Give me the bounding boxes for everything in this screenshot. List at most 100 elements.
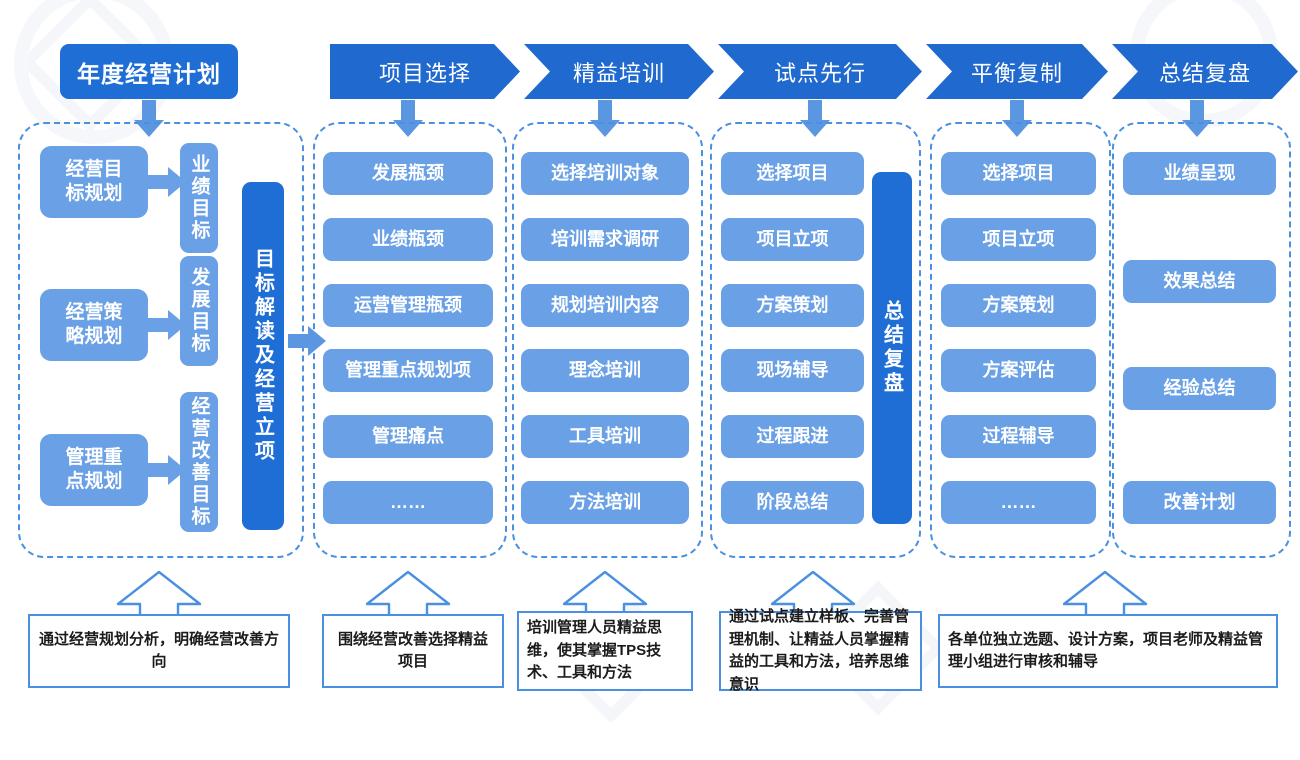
card-col6-3-label: 经验总结 <box>1163 378 1236 399</box>
card-col4-6-label: 阶段总结 <box>756 492 829 513</box>
arrow-icon-col1-to-col2 <box>288 326 326 356</box>
phase-header-4-label: 平衡复制 <box>970 60 1063 86</box>
card-col4-2[interactable]: 项目立项 <box>721 218 864 261</box>
target-box-1[interactable]: 业绩目标 <box>180 143 218 253</box>
target-box-2[interactable]: 发展目标 <box>180 256 218 366</box>
card-col4-1[interactable]: 选择项目 <box>721 152 864 195</box>
target-box-3[interactable]: 经营改善目标 <box>180 392 218 532</box>
card-col4-5[interactable]: 过程跟进 <box>721 415 864 458</box>
card-col4-4[interactable]: 现场辅导 <box>721 349 864 392</box>
phase-header-3[interactable]: 试点先行 <box>718 44 922 99</box>
card-col3-6-label: 方法培训 <box>569 492 641 513</box>
plan-box-3[interactable]: 管理重 点规划 <box>40 434 148 506</box>
card-col3-2[interactable]: 培训需求调研 <box>521 218 689 261</box>
card-col6-1[interactable]: 业绩呈现 <box>1123 152 1276 195</box>
card-col5-3[interactable]: 方案策划 <box>941 284 1096 327</box>
column-container-6 <box>1112 122 1291 558</box>
card-col6-3[interactable]: 经验总结 <box>1123 367 1276 410</box>
plan-box-3-label: 管理重 点规划 <box>65 447 123 492</box>
note-box-4-text: 通过试点建立样板、完善管理机制、让精益人员掌握精益的工具和方法，培养思维意识 <box>729 608 910 693</box>
card-col2-1-label: 发展瓶颈 <box>372 163 444 184</box>
summary-bar-col4[interactable]: 总结复盘 <box>872 172 912 524</box>
phase-header-5[interactable]: 总结复盘 <box>1112 44 1298 99</box>
note-box-3-text: 培训管理人员精益思维，使其掌握TPS技术、工具和方法 <box>527 619 663 682</box>
summary-bar-col4-label: 总结复盘 <box>880 300 903 396</box>
up-arrow-icon-note-5 <box>1062 570 1148 618</box>
card-col2-6-label: …… <box>390 492 426 513</box>
phase-header-2[interactable]: 精益培训 <box>524 44 714 99</box>
card-col5-2-label: 项目立项 <box>982 229 1055 250</box>
phase-header-1-label: 项目选择 <box>378 60 471 86</box>
card-col3-5[interactable]: 工具培训 <box>521 415 689 458</box>
card-col2-3-label: 运营管理瓶颈 <box>354 295 462 316</box>
up-arrow-icon-note-2 <box>365 570 451 618</box>
card-col6-4-label: 改善计划 <box>1163 492 1236 513</box>
note-box-2[interactable]: 围绕经营改善选择精益项目 <box>322 614 504 688</box>
card-col3-2-label: 培训需求调研 <box>551 229 659 250</box>
card-col2-2-label: 业绩瓶颈 <box>372 229 444 250</box>
note-box-4[interactable]: 通过试点建立样板、完善管理机制、让精益人员掌握精益的工具和方法，培养思维意识 <box>719 608 922 693</box>
card-col3-4[interactable]: 理念培训 <box>521 349 689 392</box>
down-arrow-icon-col6 <box>1182 100 1212 138</box>
card-col2-1[interactable]: 发展瓶颈 <box>323 152 493 195</box>
card-col2-6[interactable]: …… <box>323 481 493 524</box>
card-col2-4[interactable]: 管理重点规划项 <box>323 349 493 392</box>
plan-box-1-label: 经营目 标规划 <box>65 159 123 204</box>
down-arrow-icon-col4 <box>800 100 830 138</box>
card-col5-1[interactable]: 选择项目 <box>941 152 1096 195</box>
card-col5-4[interactable]: 方案评估 <box>941 349 1096 392</box>
down-arrow-icon-col1 <box>134 100 164 138</box>
phase-header-3-label: 试点先行 <box>773 60 866 86</box>
phase-header-1[interactable]: 项目选择 <box>330 44 520 99</box>
plan-box-1[interactable]: 经营目 标规划 <box>40 146 148 218</box>
card-col2-5-label: 管理痛点 <box>372 426 444 447</box>
down-arrow-icon-col3 <box>590 100 620 138</box>
target-box-3-label: 经营改善目标 <box>188 396 210 528</box>
card-col5-2[interactable]: 项目立项 <box>941 218 1096 261</box>
card-col3-1-label: 选择培训对象 <box>551 163 659 184</box>
card-col3-4-label: 理念培训 <box>569 360 641 381</box>
card-col4-2-label: 项目立项 <box>756 229 829 250</box>
note-box-3[interactable]: 培训管理人员精益思维，使其掌握TPS技术、工具和方法 <box>517 611 693 691</box>
card-col6-2[interactable]: 效果总结 <box>1123 260 1276 303</box>
card-col5-6[interactable]: …… <box>941 481 1096 524</box>
note-box-2-text: 围绕经营改善选择精益项目 <box>337 630 488 671</box>
down-arrow-icon-col5 <box>1002 100 1032 138</box>
card-col4-4-label: 现场辅导 <box>756 360 829 381</box>
card-col3-3[interactable]: 规划培训内容 <box>521 284 689 327</box>
card-col6-4[interactable]: 改善计划 <box>1123 481 1276 524</box>
phase-header-4[interactable]: 平衡复制 <box>926 44 1108 99</box>
phase-header-5-label: 总结复盘 <box>1158 60 1251 86</box>
column-container-4 <box>710 122 921 558</box>
up-arrow-icon-note-1 <box>116 570 202 618</box>
note-box-5-text: 各单位独立选题、设计方案，项目老师及精益管理小组进行审核和辅导 <box>948 630 1264 671</box>
card-col2-3[interactable]: 运营管理瓶颈 <box>323 284 493 327</box>
plan-box-2-label: 经营策 略规划 <box>65 302 123 347</box>
note-box-5[interactable]: 各单位独立选题、设计方案，项目老师及精益管理小组进行审核和辅导 <box>938 614 1278 688</box>
card-col5-5[interactable]: 过程辅导 <box>941 415 1096 458</box>
summary-bar-col1-label: 目标解读及经营立项 <box>251 248 274 464</box>
card-col5-4-label: 方案评估 <box>982 360 1055 381</box>
down-arrow-icon-col2 <box>393 100 423 138</box>
summary-bar-col1[interactable]: 目标解读及经营立项 <box>242 182 284 530</box>
card-col5-1-label: 选择项目 <box>982 163 1055 184</box>
card-col2-5[interactable]: 管理痛点 <box>323 415 493 458</box>
card-col4-6[interactable]: 阶段总结 <box>721 481 864 524</box>
target-box-2-label: 发展目标 <box>188 267 210 355</box>
card-col6-1-label: 业绩呈现 <box>1163 163 1236 184</box>
card-col3-3-label: 规划培训内容 <box>551 295 659 316</box>
card-col4-3[interactable]: 方案策划 <box>721 284 864 327</box>
note-box-1-text: 通过经营规划分析，明确经营改善方向 <box>38 630 279 671</box>
card-col3-1[interactable]: 选择培训对象 <box>521 152 689 195</box>
plan-box-2[interactable]: 经营策 略规划 <box>40 289 148 361</box>
card-col4-3-label: 方案策划 <box>756 295 829 316</box>
column-container-3 <box>512 122 703 558</box>
note-box-1[interactable]: 通过经营规划分析，明确经营改善方向 <box>28 614 290 688</box>
card-col2-4-label: 管理重点规划项 <box>345 360 471 381</box>
start-node-annual-plan[interactable]: 年度经营计划 <box>60 44 238 99</box>
column-container-5 <box>930 122 1111 558</box>
start-node-label: 年度经营计划 <box>77 60 221 87</box>
card-col2-2[interactable]: 业绩瓶颈 <box>323 218 493 261</box>
card-col3-6[interactable]: 方法培训 <box>521 481 689 524</box>
card-col4-5-label: 过程跟进 <box>756 426 829 447</box>
